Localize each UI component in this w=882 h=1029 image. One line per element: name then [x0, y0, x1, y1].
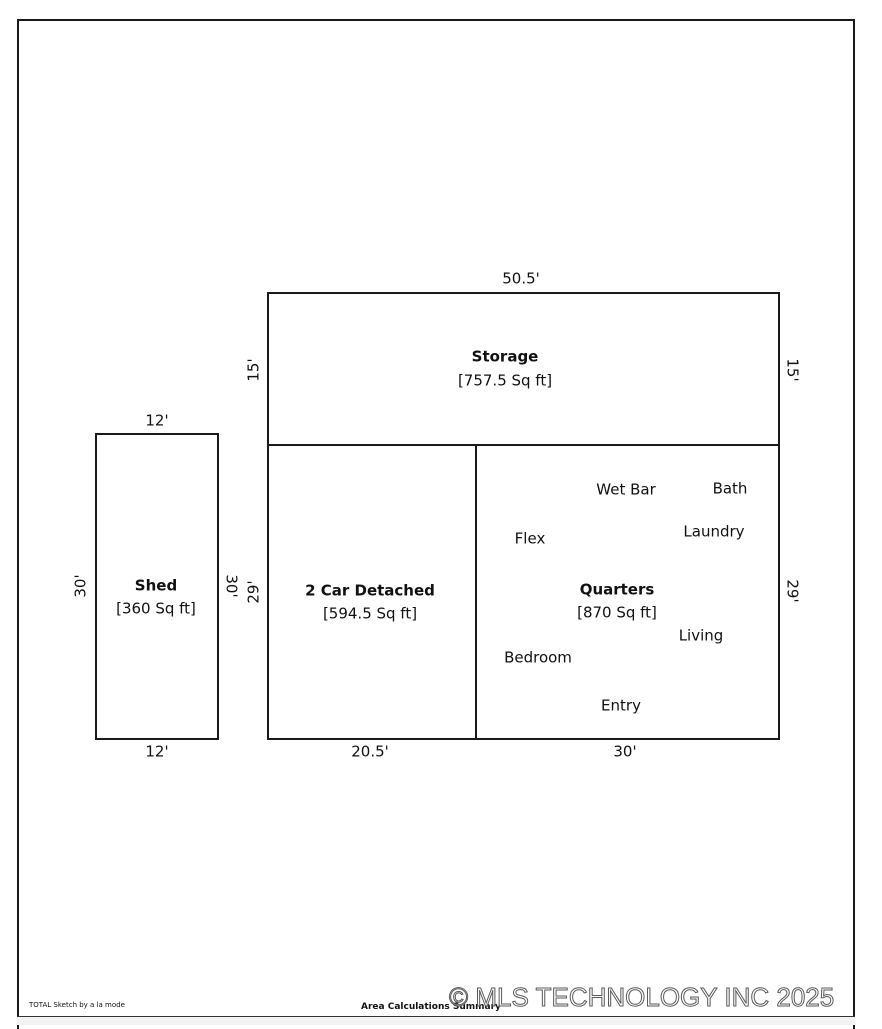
- label-bedroom: Bedroom: [504, 648, 572, 667]
- shed-area: [360 Sq ft]: [116, 599, 196, 618]
- label-living: Living: [678, 626, 724, 645]
- storage-name: Storage: [471, 347, 539, 366]
- dim-shed-bottom: 12': [145, 742, 169, 761]
- dim-storage-left: 15': [244, 358, 263, 382]
- label-entry: Entry: [601, 696, 641, 715]
- dim-quarters-right: 29': [783, 579, 802, 603]
- room-shed: [95, 433, 219, 740]
- dim-quarters-bottom: 30': [613, 742, 637, 761]
- storage-area: [757.5 Sq ft]: [457, 371, 553, 390]
- quarters-area: [870 Sq ft]: [577, 603, 657, 622]
- shed-name: Shed: [134, 576, 178, 595]
- label-bath: Bath: [712, 479, 748, 498]
- quarters-name: Quarters: [579, 580, 655, 599]
- mls-watermark: © MLS TECHNOLOGY INC 2025: [448, 982, 835, 1013]
- dim-garage-left: 29': [244, 580, 263, 604]
- garage-area: [594.5 Sq ft]: [322, 604, 418, 623]
- software-credit: TOTAL Sketch by a la mode: [29, 1001, 125, 1009]
- dim-garage-bottom: 20.5': [351, 742, 389, 761]
- sketch-page-frame: [17, 19, 855, 1029]
- label-flex: Flex: [514, 529, 546, 548]
- dim-storage-top: 50.5': [502, 269, 540, 288]
- garage-name: 2 Car Detached: [305, 581, 435, 600]
- summary-table-edge: [17, 1016, 855, 1025]
- dim-shed-right: 30': [222, 574, 241, 598]
- area-summary-title: Area Calculations Summary: [361, 1002, 501, 1012]
- room-storage: [267, 292, 780, 446]
- room-quarters: [475, 444, 780, 740]
- label-wet-bar: Wet Bar: [596, 480, 656, 499]
- dim-shed-top: 12': [145, 411, 169, 430]
- dim-shed-left: 30': [71, 574, 90, 598]
- label-laundry: Laundry: [683, 522, 745, 541]
- dim-storage-right: 15': [783, 358, 802, 382]
